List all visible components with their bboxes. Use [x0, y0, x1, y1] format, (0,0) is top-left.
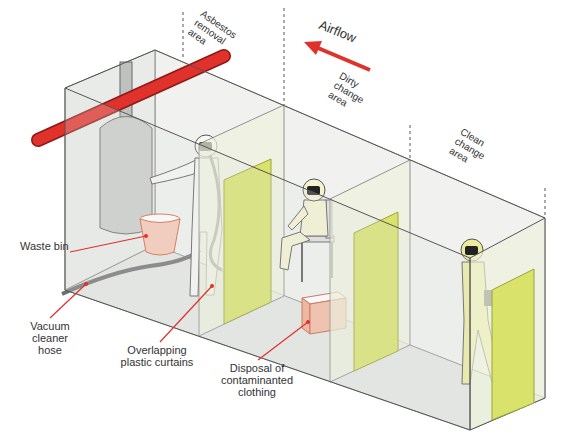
zone-marker	[183, 12, 184, 60]
callout-label: Waste bin	[20, 240, 70, 252]
arrow-head	[304, 41, 322, 55]
leader-line	[70, 236, 146, 252]
callout-label: Vacuum cleaner hose	[22, 320, 78, 356]
callout-label: Dirty change area	[327, 70, 380, 120]
callout-label: Clean change area	[448, 126, 501, 176]
zone-marker	[284, 8, 285, 105]
leader-dot	[210, 284, 214, 288]
leader-dots	[84, 234, 310, 324]
zone-marker	[410, 125, 411, 160]
leader-dot	[306, 320, 310, 324]
leader-line	[160, 286, 212, 342]
leader-dot	[144, 234, 148, 238]
leader-line	[258, 322, 308, 360]
door	[492, 269, 534, 420]
callout-label: Disposal of contaminanted clothing	[205, 362, 309, 398]
airflow-arrow	[318, 48, 370, 70]
callout-label: Asbestos removal area	[186, 8, 250, 67]
leader-line	[50, 284, 86, 318]
callout-label: Overlapping plastic curtains	[112, 344, 202, 368]
end-wall	[470, 218, 545, 430]
leader-lines	[50, 236, 308, 360]
front-wall	[65, 88, 470, 430]
leader-dot	[84, 282, 88, 286]
zone-marker	[545, 188, 546, 218]
roof-edge	[65, 50, 545, 218]
mask	[465, 246, 478, 255]
